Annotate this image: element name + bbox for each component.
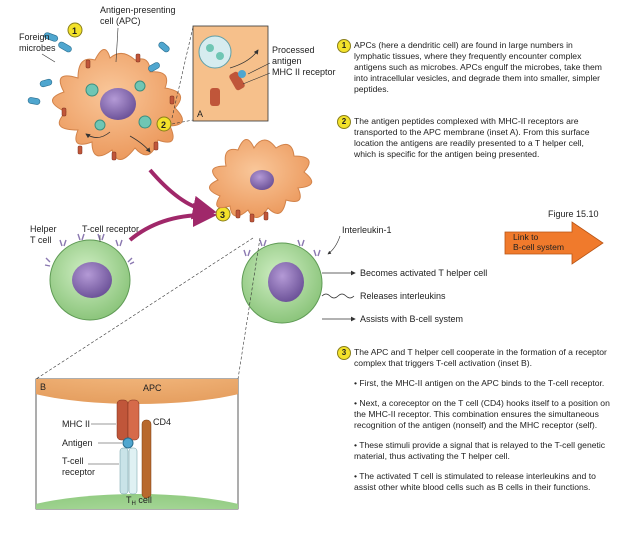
label-tcell-receptor: T-cell receptor	[82, 224, 139, 234]
step-1-text: 1 APCs (here a dendritic cell) are found…	[337, 39, 605, 95]
step-3-text: 3 The APC and T helper cell cooperate in…	[337, 346, 613, 493]
outcome-bcell: Assists with B-cell system	[360, 314, 463, 324]
arrow-apc-to-complex	[148, 168, 217, 220]
label-apc-1: Antigen-presenting	[100, 5, 176, 15]
bullet-item: • First, the MHC-II antigen on the APC b…	[354, 378, 605, 388]
arrow-tcell-to-complex	[128, 203, 217, 242]
apc-nucleus-top	[100, 88, 136, 120]
link-line-2[interactable]: B-cell system	[513, 242, 565, 252]
step-1-body: APCs (here a dendritic cell) are found i…	[354, 40, 602, 94]
apc-cell-center	[209, 139, 313, 223]
link-arrow-shape[interactable]	[504, 221, 604, 265]
inset-b-tcr-2: receptor	[62, 467, 95, 477]
activated-t-cell	[241, 239, 323, 324]
badge-2-diagram: 2	[156, 116, 172, 132]
bullet-item: • These stimuli provide a signal that is…	[354, 440, 606, 461]
step-3-bullets: • First, the MHC-II antigen on the APC b…	[354, 378, 613, 493]
inset-b-tcr-1: T-cell	[62, 456, 84, 466]
label-processed-1: Processed	[272, 45, 315, 55]
foreign-microbes	[27, 32, 170, 105]
figure-label: Figure 15.10	[548, 209, 599, 219]
inset-a-letter: A	[197, 109, 203, 119]
svg-text:1: 1	[72, 26, 77, 36]
label-helper-2: T cell	[30, 235, 51, 245]
label-helper-1: Helper	[30, 224, 57, 234]
inset-b: B APC MHC II CD4 Antigen T-cell receptor…	[35, 378, 239, 510]
outcome-activated: Becomes activated T helper cell	[360, 268, 487, 278]
step-1-badge: 1	[337, 39, 351, 53]
label-mhc-receptor: MHC II receptor	[272, 67, 336, 77]
svg-text:2: 2	[161, 120, 166, 130]
inset-b-apc: APC	[143, 383, 162, 393]
label-processed-2: antigen	[272, 56, 302, 66]
outcome-interleukins: Releases interleukins	[360, 291, 446, 301]
inset-b-mhc: MHC II	[62, 419, 90, 429]
step-3-badge: 3	[337, 346, 351, 360]
link-line-1[interactable]: Link to	[513, 232, 539, 242]
bullet-item: • The activated T cell is stimulated to …	[354, 471, 596, 492]
label-apc-2: cell (APC)	[100, 16, 141, 26]
helper-t-cell	[44, 233, 135, 321]
inset-b-th-cell: TH cell	[126, 495, 152, 507]
inset-a: A	[171, 25, 269, 125]
step-2-body: The antigen peptides complexed with MHC-…	[354, 116, 590, 159]
label-foreign-microbes-2: microbes	[19, 43, 56, 53]
step-3-body: The APC and T helper cell cooperate in t…	[354, 347, 607, 368]
inset-b-letter: B	[40, 382, 46, 392]
inset-b-cd4: CD4	[153, 417, 171, 427]
badge-1-diagram: 1	[67, 22, 83, 38]
bullet-item: • Next, a coreceptor on the T cell (CD4)…	[354, 398, 610, 430]
apc-cell-top	[52, 49, 183, 161]
step-2-badge: 2	[337, 115, 351, 129]
badge-3-diagram: 3	[215, 206, 231, 222]
step-2-text: 2 The antigen peptides complexed with MH…	[337, 115, 605, 160]
label-foreign-microbes-1: Foreign	[19, 32, 50, 42]
label-interleukin: Interleukin-1	[342, 225, 392, 235]
inset-b-antigen: Antigen	[62, 438, 93, 448]
svg-text:3: 3	[220, 210, 225, 220]
link-to-bcell-system[interactable]: Link to B-cell system	[513, 232, 564, 252]
